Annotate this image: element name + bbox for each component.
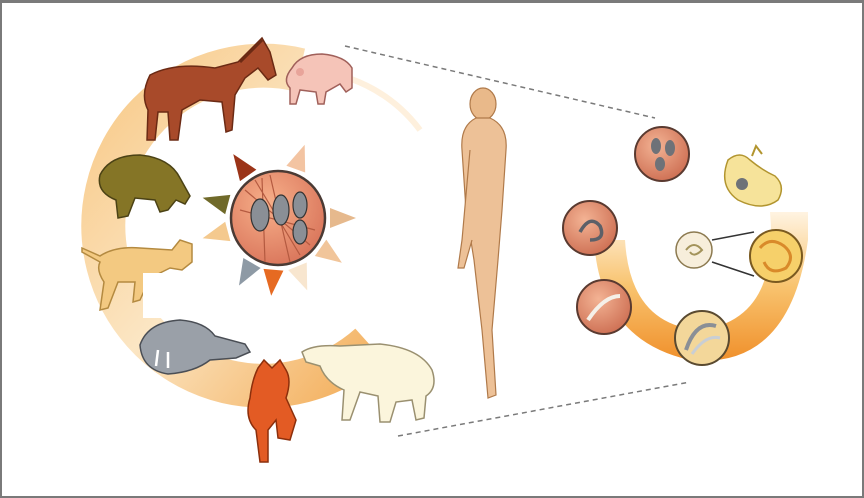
human-figure-icon [458, 88, 506, 398]
transmission-arrow [330, 208, 356, 228]
transmission-arrow [286, 145, 305, 173]
transmission-arrow [288, 262, 307, 290]
fox-icon [248, 360, 296, 462]
newborn-larvae-icon [577, 280, 631, 334]
larva-release-icon [676, 232, 754, 276]
pig-icon [286, 54, 352, 104]
transmission-arrow [264, 269, 284, 296]
transmission-arrow [203, 195, 231, 214]
stomach-icon [725, 146, 782, 206]
larvae-in-muscle-icon [635, 127, 689, 181]
mating-worms-icon [675, 311, 729, 365]
adult-worm-icon [750, 230, 802, 282]
transmission-arrow [239, 258, 261, 286]
encysted-larva-icon [563, 201, 617, 255]
muscle-cell-larvae-icon [231, 171, 325, 265]
transmission-arrow [203, 222, 231, 241]
blank-label-box [143, 273, 193, 318]
